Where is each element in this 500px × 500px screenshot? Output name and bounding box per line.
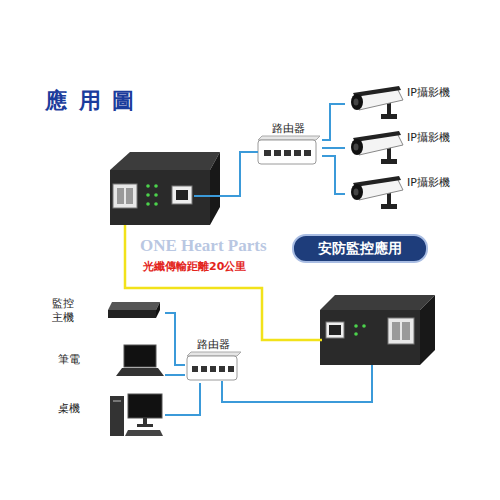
media-converter [320, 295, 435, 365]
ethernet-connector [322, 104, 345, 140]
node-text: 路由器 [185, 338, 242, 352]
ethernet-connector [165, 313, 185, 365]
camera-icon [351, 176, 403, 209]
dvr-icon [108, 302, 160, 318]
router-node: 路由器 [185, 338, 242, 383]
node-text: IP攝影機 [407, 131, 450, 145]
node-text: IP攝影機 [407, 86, 450, 100]
ethernet-wire [222, 365, 372, 402]
camera-icon [351, 131, 403, 164]
node-text: 桌機 [58, 402, 80, 416]
ethernet-connector [165, 383, 200, 415]
device-node: 監控 主機 [40, 296, 165, 330]
ethernet-wire [194, 152, 258, 196]
ethernet-connector [322, 147, 345, 149]
camera-node: IP攝影機 [345, 129, 465, 169]
node-text: 路由器 [255, 122, 322, 136]
laptop-icon [116, 345, 164, 376]
banner-pill: 安防監控應用 [292, 234, 428, 263]
node-text: 安防監控應用 [318, 239, 402, 258]
desktop-icon [110, 394, 163, 436]
media-converter [110, 152, 220, 225]
label-holder: ONE Heart Parts [140, 236, 267, 256]
label-holder: 光纖傳輸距離20公里 [143, 259, 246, 274]
node-text: 監控 主機 [52, 297, 76, 326]
ethernet-connector [165, 374, 185, 376]
watermark: ONE Heart Parts [140, 236, 267, 256]
camera-icon [351, 86, 403, 119]
router-icon [258, 136, 320, 164]
router-node: 路由器 [255, 122, 322, 167]
ethernet-connector [322, 156, 345, 194]
camera-node: IP攝影機 [345, 174, 465, 214]
node-text: 筆電 [58, 353, 80, 367]
title-holder: 應 用 圖 [45, 86, 136, 116]
node-text: IP攝影機 [407, 176, 450, 190]
device-node: 筆電 [40, 343, 165, 383]
distance-note: 光纖傳輸距離20公里 [143, 259, 246, 274]
router-icon [187, 352, 241, 380]
diagram-title: 應 用 圖 [45, 86, 136, 116]
camera-node: IP攝影機 [345, 84, 465, 124]
device-node: 桌機 [40, 392, 165, 444]
